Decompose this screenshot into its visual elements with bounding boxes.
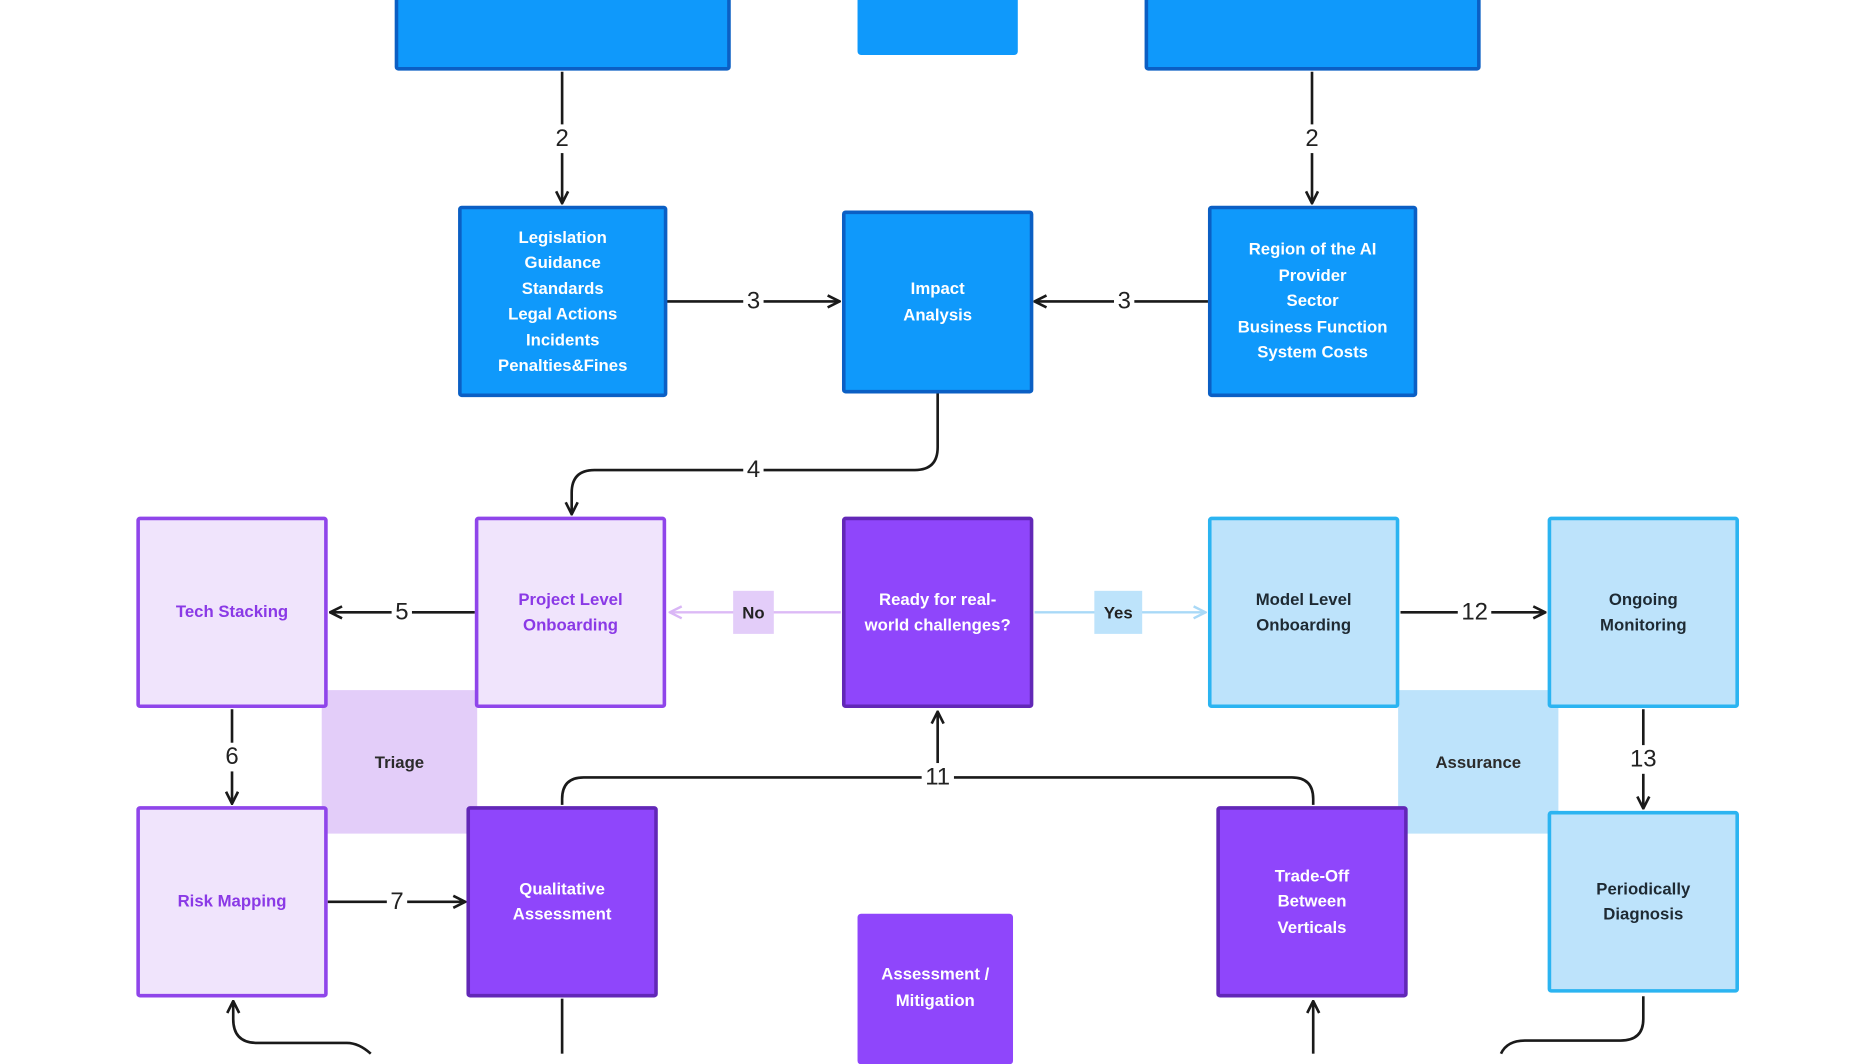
top-right-box <box>1144 0 1481 71</box>
edge-label-project-tech: 5 <box>391 598 413 627</box>
node-periodically-diagnosis[interactable]: Periodically Diagnosis <box>1547 810 1739 993</box>
section-assurance: Assurance <box>1398 690 1559 834</box>
top-center-box <box>857 0 1018 56</box>
node-legislation[interactable]: Legislation Guidance Standards Legal Act… <box>458 205 668 398</box>
edge-label-feedback: 11 <box>921 763 954 792</box>
edge-label-region-impact: 3 <box>1113 287 1135 316</box>
edge-label-risk-qual: 7 <box>386 887 408 917</box>
node-risk-mapping[interactable]: Risk Mapping <box>136 806 328 998</box>
edge-risk-return <box>233 1001 372 1055</box>
decision-yes-tag: Yes <box>1094 590 1143 634</box>
edge-label-top-left: 2 <box>551 124 573 154</box>
node-impact-analysis[interactable]: Impact Analysis <box>841 210 1034 394</box>
node-ready-decision[interactable]: Ready for real- world challenges? <box>841 516 1034 709</box>
edge-label-impact-project: 4 <box>743 455 764 485</box>
node-project-onboarding[interactable]: Project Level Onboarding <box>474 516 667 709</box>
decision-no-tag: No <box>733 590 774 634</box>
edge-label-monitor-periodic: 13 <box>1626 745 1661 774</box>
edge-impact-project <box>572 393 939 514</box>
edge-label-model-monitor: 12 <box>1457 598 1492 627</box>
node-model-onboarding[interactable]: Model Level Onboarding <box>1207 516 1400 709</box>
edge-label-top-right: 2 <box>1301 124 1323 154</box>
node-qualitative-assessment[interactable]: Qualitative Assessment <box>466 806 658 998</box>
node-ongoing-monitoring[interactable]: Ongoing Monitoring <box>1547 516 1739 709</box>
node-tradeoff[interactable]: Trade-Off Between Verticals <box>1216 806 1408 998</box>
node-region[interactable]: Region of the AI Provider Sector Busines… <box>1207 205 1418 398</box>
section-triage: Triage <box>321 690 478 834</box>
node-assessment-mitigation[interactable]: Assessment / Mitigation <box>857 913 1014 1064</box>
edge-label-legislation-impact: 3 <box>743 287 764 316</box>
edge-periodic-return <box>1499 996 1645 1055</box>
node-tech-stacking[interactable]: Tech Stacking <box>136 516 328 709</box>
edge-label-tech-risk: 6 <box>221 742 243 772</box>
top-left-box <box>394 0 731 71</box>
